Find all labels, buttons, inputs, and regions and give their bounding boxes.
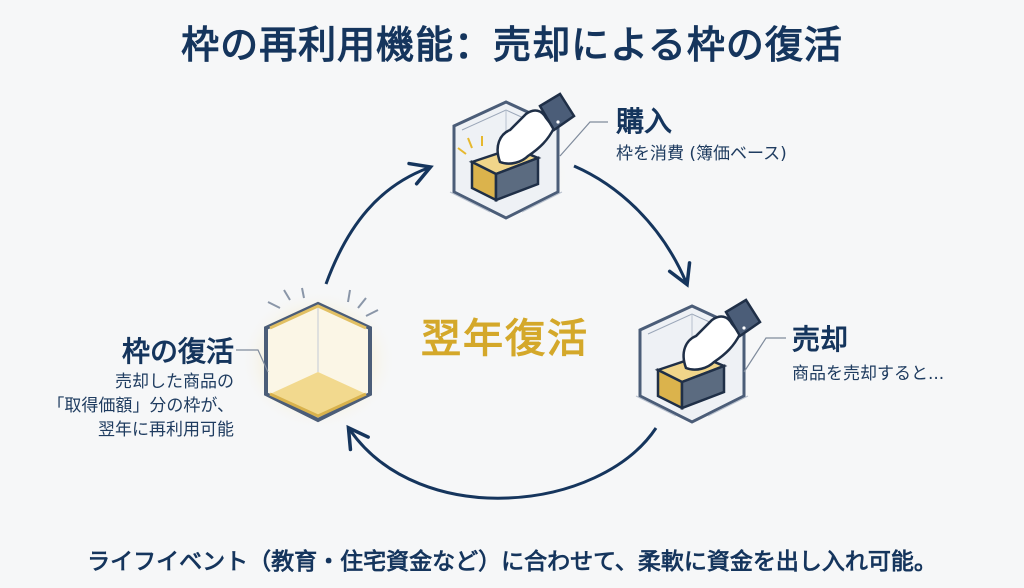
- purchase-title: 購入: [616, 105, 673, 138]
- hand-placing-box-icon: [449, 92, 576, 220]
- arrow-purchase-to-sale: [573, 164, 692, 288]
- purchase-desc: 枠を消費 (簿価ベース): [616, 144, 787, 164]
- revival-desc-line: 翌年に再利用可能: [98, 420, 234, 440]
- revival-desc-line: 「取得価額」分の枠が、: [47, 396, 234, 416]
- revival-desc: 売却した商品の 「取得価額」分の枠が、 翌年に再利用可能: [20, 370, 234, 442]
- arrow-sale-to-revival: [346, 424, 658, 500]
- footer-note: ライフイベント（教育・住宅資金など）に合わせて、柔軟に資金を出し入れ可能。: [87, 549, 937, 575]
- glowing-empty-frame-icon: [240, 287, 396, 430]
- page-title: 枠の再利用機能：売却による枠の復活: [181, 23, 843, 67]
- leader-line-sale: [743, 337, 786, 373]
- leader-line-revival: [236, 349, 269, 373]
- arrow-revival-to-purchase: [324, 161, 434, 285]
- leader-line-purchase: [559, 121, 608, 157]
- sale-title: 売却: [792, 323, 849, 356]
- hand-taking-box-icon: [635, 298, 762, 424]
- revival-title: 枠の復活: [121, 335, 234, 368]
- center-label: 翌年復活: [421, 316, 589, 362]
- revival-desc-line: 売却した商品の: [115, 372, 234, 392]
- sale-desc: 商品を売却すると...: [792, 364, 945, 384]
